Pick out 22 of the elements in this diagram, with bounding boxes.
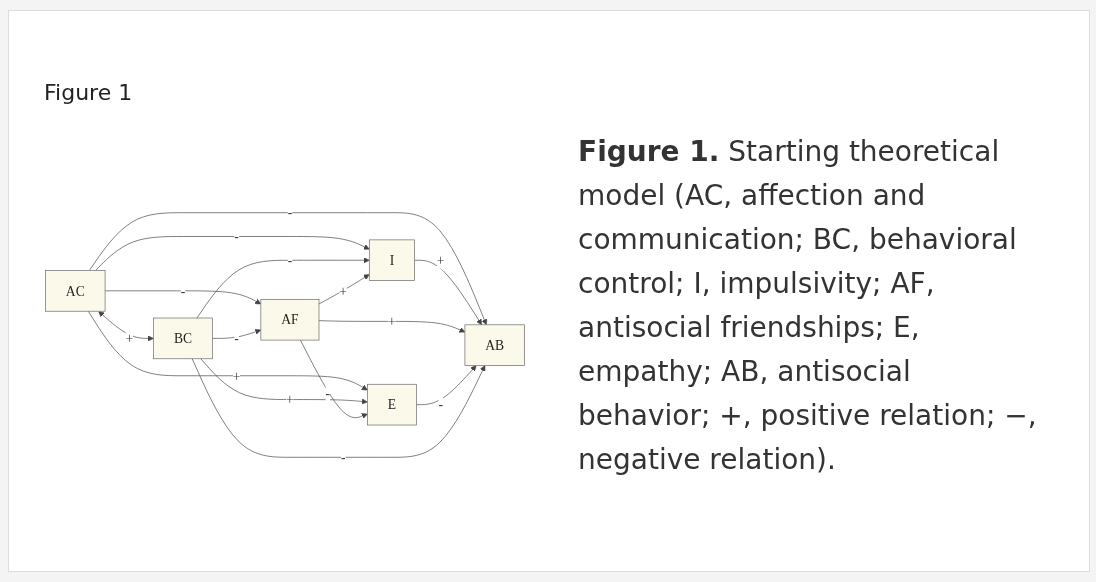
- edge-label: +: [436, 252, 445, 268]
- figure-title: Figure 1: [44, 80, 133, 105]
- edge-label: +: [125, 330, 134, 346]
- node-box: I: [368, 239, 415, 281]
- figure-caption: Figure 1. Starting theoretical model (AC, affection and communication; BC, behavioral control; I, impulsivity; AF, antisocial friendships; E, empathy; AB, antisocial behavior; +, positive relation; −, negative relation).: [578, 134, 1038, 478]
- edge-label: -: [234, 229, 239, 244]
- edge-label: -: [340, 449, 346, 465]
- edge-label: +: [286, 392, 294, 408]
- edge-label: +: [232, 368, 241, 384]
- edge-label: -: [287, 205, 293, 221]
- edge-label: +: [388, 313, 396, 329]
- node-box: AF: [260, 299, 320, 341]
- node-box: AC: [45, 270, 106, 312]
- edge-label: -: [287, 252, 293, 268]
- edge-label: -: [180, 283, 186, 299]
- node-box: E: [367, 383, 417, 426]
- node-box: BC: [153, 317, 213, 360]
- edge-label: -: [438, 397, 443, 413]
- edge-label: -: [325, 385, 330, 401]
- edge-label: +: [339, 283, 348, 299]
- edge-label: -: [234, 330, 239, 346]
- node-box: AB: [464, 324, 525, 366]
